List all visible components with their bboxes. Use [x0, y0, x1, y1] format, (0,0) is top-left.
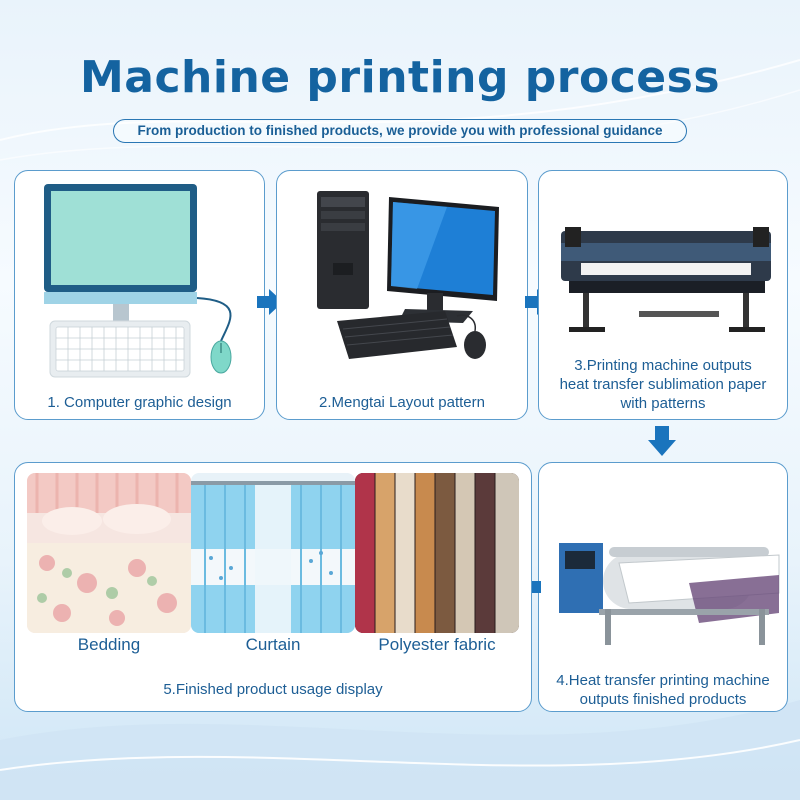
step-3-caption-line3: with patterns: [620, 395, 706, 412]
step-card-4: 4.Heat transfer printing machine outputs…: [538, 462, 788, 712]
step-3-caption-line1: 3.Printing machine outputs: [574, 357, 752, 374]
arrow-down-icon: [648, 426, 676, 456]
large-format-printer-illustration: [561, 227, 771, 332]
page-subtitle: From production to finished products, we…: [113, 119, 687, 143]
computer-illustration: [44, 184, 232, 378]
step-5-caption: 5.Finished product usage display: [163, 681, 383, 698]
product-label-polyester-fabric: Polyester fabric: [378, 635, 496, 654]
product-label-bedding: Bedding: [77, 635, 141, 654]
arrow-right-icon: [257, 289, 283, 315]
step-card-1: 1. Computer graphic design: [14, 170, 265, 420]
desktop-pc-illustration: [317, 191, 499, 359]
step-card-2: 2.Mengtai Layout pattern: [276, 170, 528, 420]
step-2-caption: 2.Mengtai Layout pattern: [319, 394, 485, 411]
step-4-caption-line1: 4.Heat transfer printing machine: [556, 672, 770, 689]
product-label-curtain: Curtain: [245, 635, 301, 654]
step-1-caption: 1. Computer graphic design: [47, 394, 232, 411]
step-3-caption-line2: heat transfer sublimation paper: [559, 376, 767, 393]
polyester-fabric-photo: [355, 473, 519, 633]
heat-transfer-machine-illustration: [559, 543, 780, 645]
step-4-caption-line2: outputs finished products: [579, 691, 747, 708]
bedding-photo: [27, 473, 191, 633]
curtain-photo: [191, 473, 355, 633]
step-card-3: 3.Printing machine outputs heat transfer…: [538, 170, 788, 420]
step-card-5: Bedding Curtain Polyester fabr: [14, 462, 532, 712]
page-title: Machine printing process: [79, 52, 721, 103]
